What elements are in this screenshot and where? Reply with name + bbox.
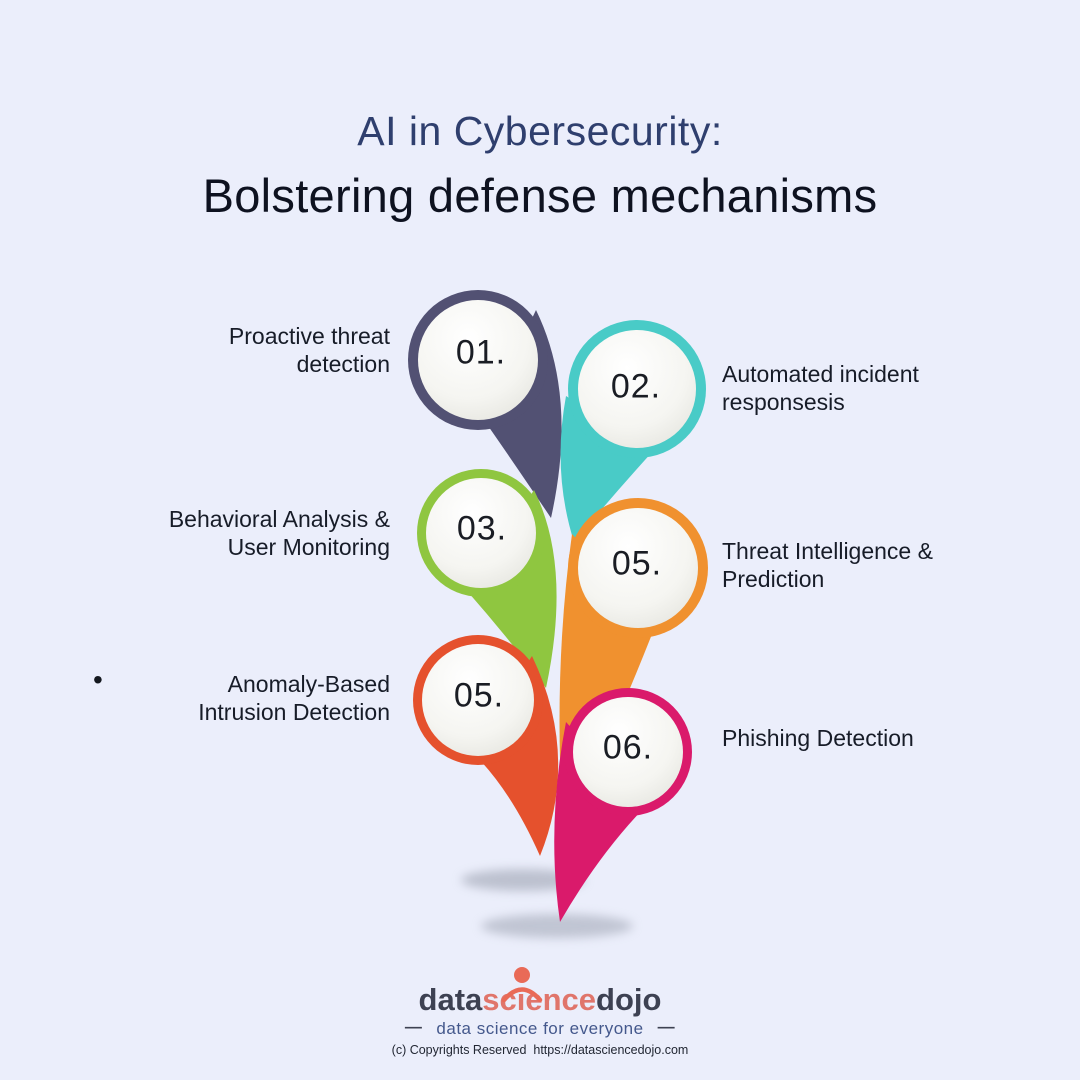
person-arms [501, 987, 543, 1003]
step-number-02: 02. [610, 367, 662, 406]
label-line: Proactive threat [228, 323, 390, 349]
balloon-06 [554, 688, 692, 922]
label-line: User Monitoring [227, 534, 390, 560]
label-line: Behavioral Analysis & [168, 506, 390, 532]
label-line: Phishing Detection [722, 725, 914, 751]
label-proactive-threat-detection: Proactive threat detection [70, 322, 390, 378]
label-threat-intelligence: Threat Intelligence & Prediction [722, 537, 1042, 593]
label-phishing-detection: Phishing Detection [722, 724, 1042, 752]
label-automated-incident-responses: Automated incident responsesis [722, 360, 1042, 416]
logo-text-dojo: dojo [596, 982, 662, 1017]
balloon-02 [560, 320, 706, 542]
balloon-03 [417, 469, 557, 688]
label-behavioral-analysis: Behavioral Analysis & User Monitoring [70, 505, 390, 561]
balloon-06-face [573, 697, 683, 807]
person-head [514, 967, 530, 983]
step-number-01: 01. [455, 333, 507, 372]
label-line: detection [296, 351, 390, 377]
balloon-01 [408, 290, 562, 518]
page-subtitle: Bolstering defense mechanisms [202, 169, 878, 222]
tagline-left-dash: — [404, 1017, 423, 1036]
label-line: responsesis [722, 389, 845, 415]
balloon-01-face [418, 300, 538, 420]
balloon-02-face [578, 330, 696, 448]
label-line: Threat Intelligence & [722, 538, 933, 564]
label-line: Automated incident [722, 361, 919, 387]
label-line: Prediction [722, 566, 825, 592]
step-number-03: 03. [456, 509, 508, 548]
balloon-05-right-face [578, 508, 698, 628]
label-line: Intrusion Detection [198, 699, 390, 725]
logo-tagline-row: — data science for everyone — [0, 1017, 1080, 1039]
label-anomaly-intrusion-detection: Anomaly-Based Intrusion Detection [70, 670, 390, 726]
ground-shadows [461, 869, 633, 938]
tagline-right-dash: — [657, 1017, 676, 1036]
shadow-ellipse [481, 914, 633, 938]
logo-tagline: data science for everyone [436, 1019, 644, 1038]
copyright-text: (c) Copyrights Reserved https://datascie… [391, 1043, 689, 1057]
logo-text-data: data [418, 982, 483, 1017]
step-number-06: 06. [602, 728, 654, 767]
shadow-ellipse [461, 869, 585, 891]
person-icon [501, 967, 543, 1003]
balloon-05-left-face [422, 644, 534, 756]
step-number-05-right: 05. [611, 544, 663, 583]
balloon-03-face [426, 478, 536, 588]
balloon-05-left [413, 635, 559, 856]
page-title: AI in Cybersecurity: [357, 108, 723, 154]
bullet-dot: • [93, 664, 103, 695]
step-number-05-left: 05. [453, 676, 505, 715]
label-line: Anomaly-Based [227, 671, 390, 697]
